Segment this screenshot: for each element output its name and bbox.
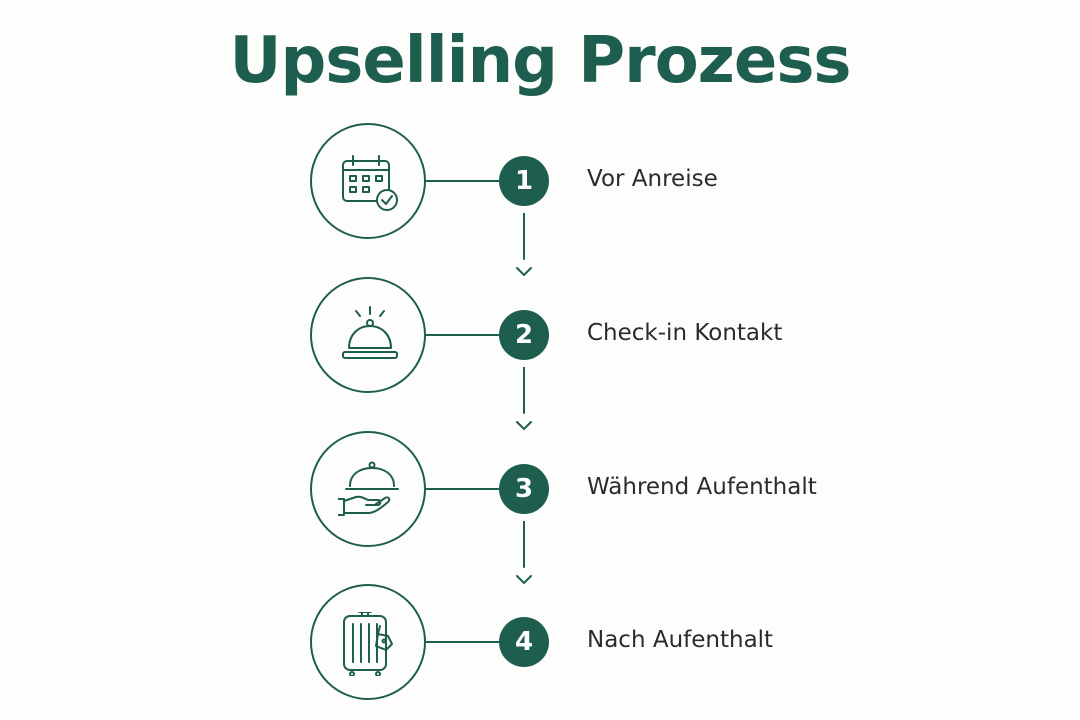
icon-circle [310,123,426,239]
step-label: Während Aufenthalt [587,474,817,500]
step-number-badge: 1 [499,156,549,206]
icon-circle [310,584,426,700]
calendar-check-icon [342,155,398,211]
service-bell-icon [342,306,398,359]
connector-line [426,488,500,490]
down-arrow [516,367,532,431]
down-arrow [516,213,532,277]
step-label: Nach Aufenthalt [587,627,774,653]
step-number-badge: 3 [499,464,549,514]
connector-line [426,180,500,182]
step-3: 3 Während Aufenthalt [0,431,1080,555]
step-1: 1 Vor Anreise [0,123,1080,247]
page-title: Upselling Prozess [229,24,851,98]
step-label: Vor Anreise [587,166,718,192]
step-number-badge: 4 [499,617,549,667]
down-arrow [516,521,532,585]
connector-line [426,641,500,643]
connector-line [426,334,500,336]
icon-circle [310,277,426,393]
step-label: Check-in Kontakt [587,320,783,346]
icon-circle [310,431,426,547]
step-number-badge: 2 [499,310,549,360]
step-2: 2 Check-in Kontakt [0,277,1080,401]
serving-tray-hand-icon [338,461,399,516]
step-4: 4 Nach Aufenthalt [0,584,1080,708]
suitcase-icon [343,612,393,676]
